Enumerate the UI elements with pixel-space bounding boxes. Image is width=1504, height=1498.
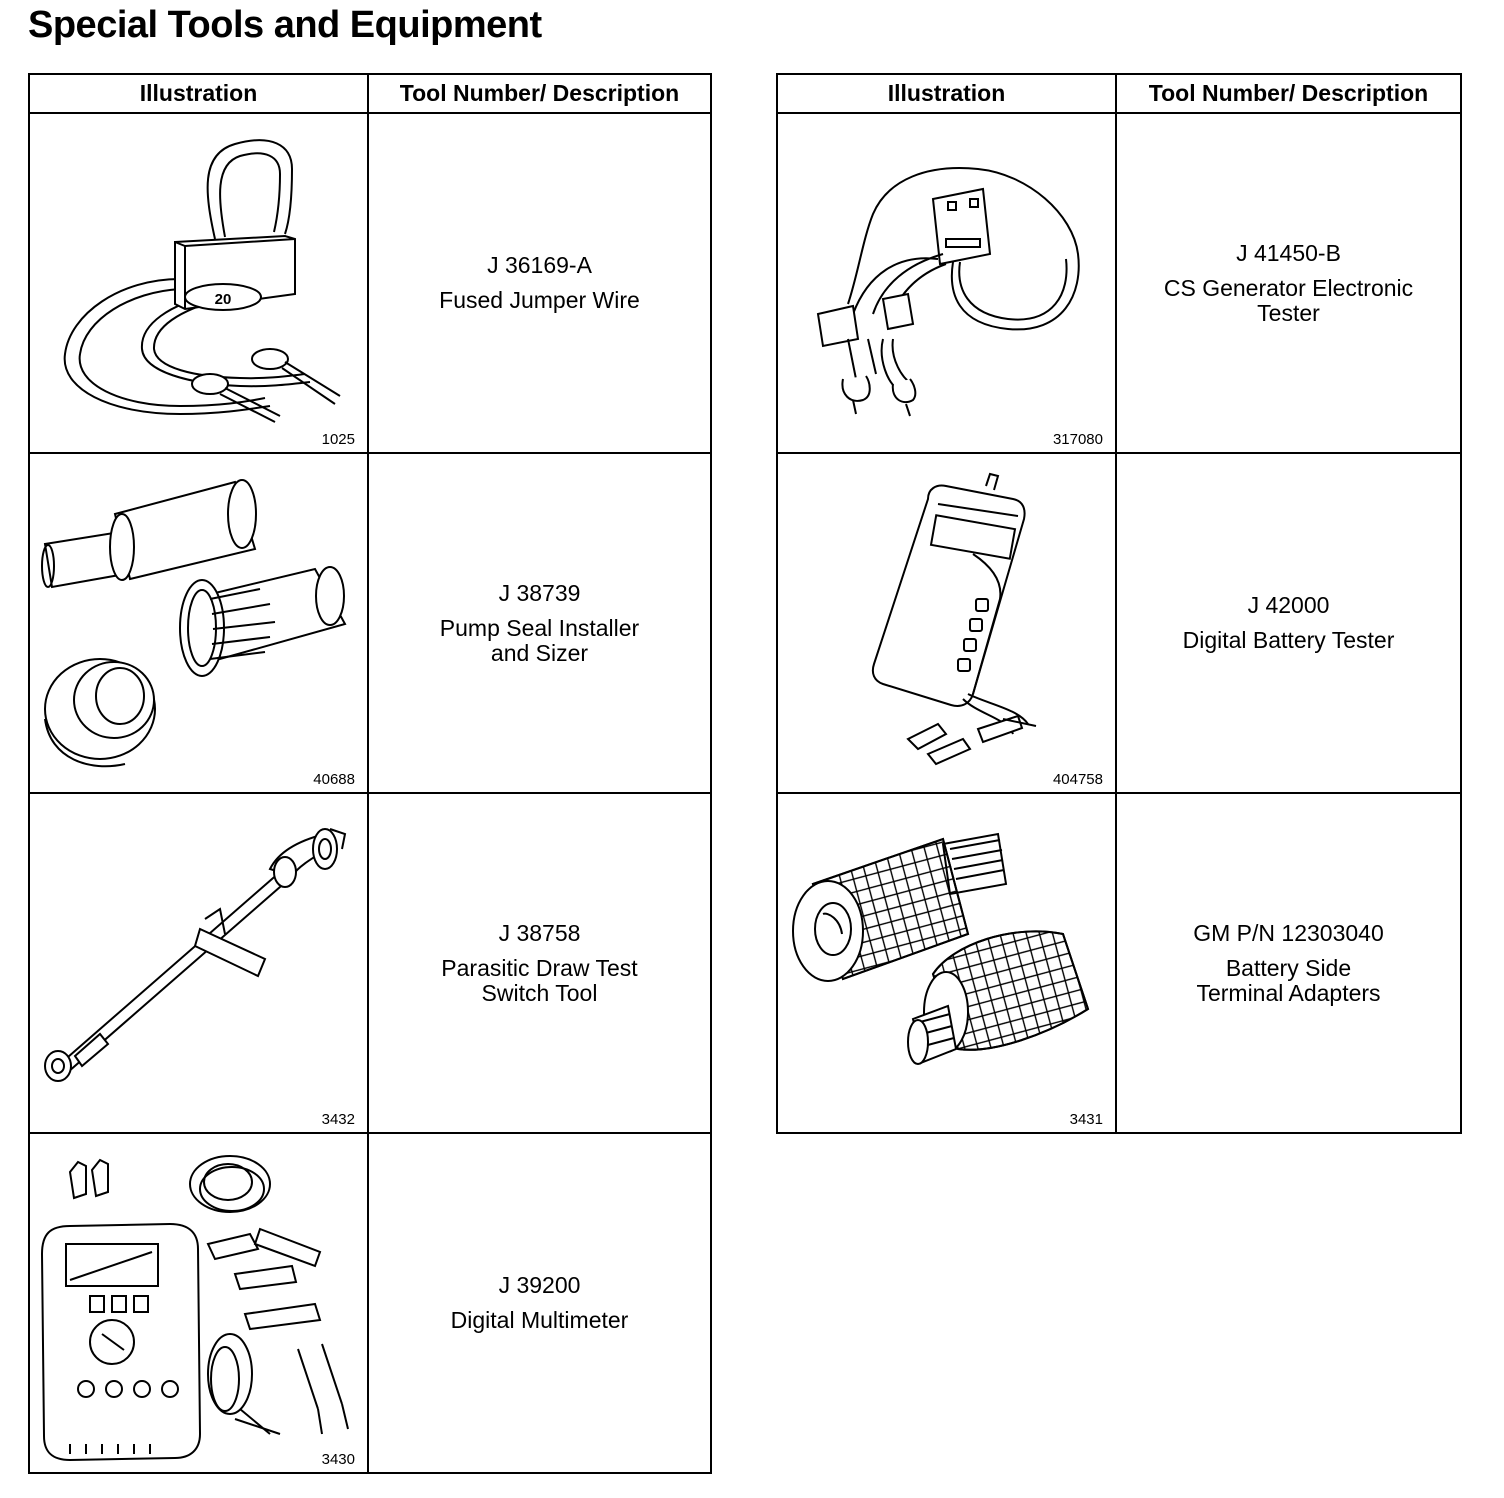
illustration-cell: 317080 — [776, 112, 1117, 454]
table-row: 404758 J 42000 Digital Battery Tester — [776, 452, 1462, 794]
fuse-label: 20 — [215, 291, 232, 308]
tool-description: CS Generator Electronic Tester — [1163, 274, 1414, 326]
figure-number: 1025 — [321, 431, 355, 448]
illustration-cell: 3432 — [28, 792, 369, 1134]
figure-number: 3432 — [321, 1111, 355, 1128]
header-row: Illustration Tool Number/ Description — [776, 73, 1462, 114]
column-header-illustration: Illustration — [776, 73, 1117, 114]
illustration-cell: 20 1025 — [28, 112, 369, 454]
figure-number: 40688 — [313, 771, 355, 788]
figure-number: 404758 — [1052, 771, 1103, 788]
description-cell: J 39200 Digital Multimeter — [367, 1132, 712, 1474]
tool-description: Parasitic Draw Test Switch Tool — [441, 954, 638, 1006]
tool-number: J 41450-B — [1236, 239, 1341, 266]
description-cell: J 38739 Pump Seal Installer and Sizer — [367, 452, 712, 794]
cs-generator-tester-icon — [778, 114, 1117, 452]
tool-number: J 36169-A — [487, 252, 592, 278]
tool-number: J 38739 — [498, 579, 581, 606]
illustration-cell: 404758 — [776, 452, 1117, 794]
tool-description: Digital Battery Tester — [1182, 627, 1395, 653]
tool-number: GM P/N 12303040 — [1193, 919, 1384, 946]
table-row: 40688 J 38739 Pump Seal Installer and Si… — [28, 452, 712, 794]
illustration-cell: 3431 — [776, 792, 1117, 1134]
column-header-tool-description: Tool Number/ Description — [367, 73, 712, 114]
figure-number: 3430 — [321, 1451, 355, 1468]
description-cell: J 41450-B CS Generator Electronic Tester — [1115, 112, 1462, 454]
column-header-tool-description: Tool Number/ Description — [1115, 73, 1462, 114]
illustration-cell: 40688 — [28, 452, 369, 794]
tools-table-left: Illustration Tool Number/ Description — [28, 73, 712, 1474]
tool-description: Digital Multimeter — [450, 1307, 629, 1333]
description-cell: J 38758 Parasitic Draw Test Switch Tool — [367, 792, 712, 1134]
description-cell: GM P/N 12303040 Battery Side Terminal Ad… — [1115, 792, 1462, 1134]
description-cell: J 36169-A Fused Jumper Wire — [367, 112, 712, 454]
pump-seal-installer-icon — [30, 454, 369, 792]
digital-battery-tester-icon — [778, 454, 1117, 792]
figure-number: 317080 — [1052, 431, 1103, 448]
illustration-cell: 3430 — [28, 1132, 369, 1474]
parasitic-draw-switch-icon — [30, 794, 369, 1132]
tool-description: Pump Seal Installer and Sizer — [439, 614, 640, 666]
column-header-illustration: Illustration — [28, 73, 369, 114]
header-row: Illustration Tool Number/ Description — [28, 73, 712, 114]
fused-jumper-wire-icon — [30, 114, 369, 452]
figure-number: 3431 — [1069, 1111, 1103, 1128]
tool-number: J 38758 — [498, 919, 581, 946]
tool-description: Fused Jumper Wire — [439, 287, 640, 313]
page-title: Special Tools and Equipment — [28, 4, 542, 46]
table-row: 20 1025 J 36169-A Fused Jumper Wire — [28, 112, 712, 454]
description-cell: J 42000 Digital Battery Tester — [1115, 452, 1462, 794]
tools-table-right: Illustration Tool Number/ Description — [776, 73, 1462, 1134]
tool-number: J 42000 — [1247, 592, 1330, 618]
svg-text:20: 20 — [215, 291, 232, 308]
table-row: 3431 GM P/N 12303040 Battery Side Termin… — [776, 792, 1462, 1134]
table-row: 317080 J 41450-B CS Generator Electronic… — [776, 112, 1462, 454]
digital-multimeter-icon — [30, 1134, 369, 1472]
table-row: 3430 J 39200 Digital Multimeter — [28, 1132, 712, 1474]
table-row: 3432 J 38758 Parasitic Draw Test Switch … — [28, 792, 712, 1134]
tool-description: Battery Side Terminal Adapters — [1196, 954, 1381, 1006]
tool-number: J 39200 — [498, 1272, 581, 1298]
terminal-adapters-icon — [778, 794, 1117, 1132]
